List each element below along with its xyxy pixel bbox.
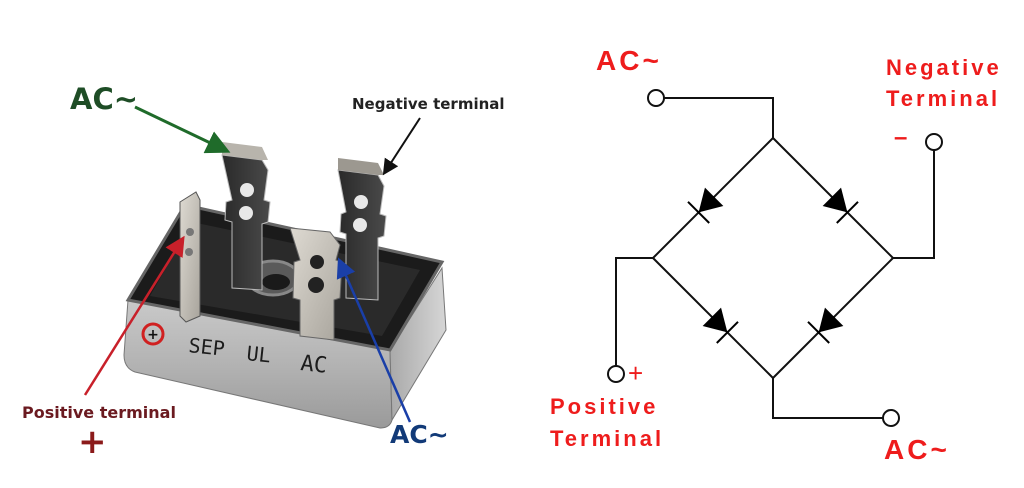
diode-d2-icon	[822, 187, 859, 224]
schematic-label-ac-bottom: AC~	[884, 434, 950, 465]
schematic-label-negative-line1: Negative	[886, 55, 1002, 80]
component-illustration: + SEP UL AC	[83, 105, 447, 429]
label-positive-terminal: Positive terminal	[22, 403, 176, 422]
body-brand-mark: SEP	[187, 333, 225, 361]
diode-d4-icon	[807, 307, 844, 344]
terminal-tab-ac-front	[289, 227, 343, 341]
wire-ac-top	[664, 97, 774, 138]
diode-anode-triangle	[702, 307, 728, 333]
diode-cathode-bar	[807, 321, 830, 344]
diode-anode-triangle	[818, 307, 844, 333]
body-ul-mark: UL	[245, 341, 271, 367]
terminal-tab-positive	[179, 191, 201, 323]
wire-positive	[615, 257, 653, 366]
schematic-panel: AC~ Negative Terminal – + Positive Termi…	[520, 0, 1024, 488]
component-body-side	[389, 266, 447, 422]
arrow-positive	[83, 235, 185, 396]
label-positive-sign: +	[78, 422, 107, 462]
mounting-hole-inner	[262, 274, 290, 290]
bridge-schematic	[607, 89, 943, 427]
body-ac-mark: AC	[299, 351, 328, 379]
terminal-positive	[607, 365, 625, 383]
label-negative-terminal: Negative terminal	[352, 95, 505, 113]
diode-cathode-bar	[836, 201, 859, 224]
terminal-ac-bottom	[882, 409, 900, 427]
label-ac-top: AC~	[70, 82, 139, 116]
diode-anode-triangle	[698, 187, 724, 213]
diode-cathode-bar	[687, 201, 710, 224]
component-photo-panel: + SEP UL AC AC~ Negative terminal Positi…	[22, 82, 505, 462]
schematic-label-positive-line2: Terminal	[550, 426, 665, 451]
component-body-front	[123, 299, 393, 429]
schematic-label-ac-top: AC~	[596, 45, 662, 76]
arrow-ac-top	[134, 105, 231, 154]
body-plus-mark: +	[147, 327, 159, 343]
diode-d1-icon	[687, 187, 724, 224]
diode-d3-icon	[702, 307, 739, 344]
wire-negative	[893, 150, 935, 259]
arrow-ac-bottom	[336, 257, 412, 423]
schematic-label-positive-line1: Positive	[550, 394, 659, 419]
schematic-label-negative-sign: –	[894, 124, 911, 151]
schematic-label-positive-sign: +	[628, 358, 647, 388]
arrow-negative	[382, 117, 421, 176]
label-ac-bottom: AC~	[390, 420, 449, 449]
diode-cathode-bar	[716, 321, 739, 344]
diode-anode-triangle	[822, 187, 848, 213]
positive-marking-circle	[141, 322, 165, 346]
wire-ac-bottom	[772, 378, 883, 419]
terminal-negative	[925, 133, 943, 151]
terminal-tab-ac-top	[221, 142, 271, 291]
terminal-ac-top	[647, 89, 665, 107]
schematic-label-negative-line2: Terminal	[886, 86, 1001, 111]
